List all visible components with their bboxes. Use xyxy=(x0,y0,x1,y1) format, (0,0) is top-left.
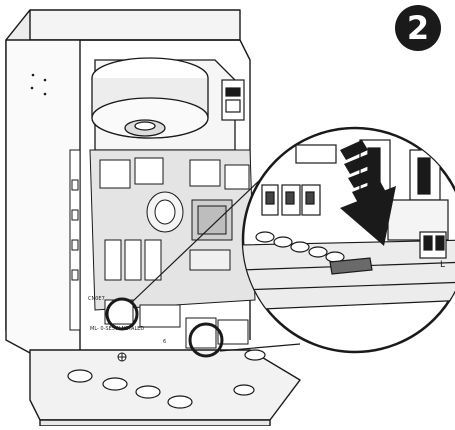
board-label-mid: 6 xyxy=(163,339,166,345)
zoom-detail: L xyxy=(241,126,455,354)
cable-knockouts xyxy=(67,349,266,409)
callout-lines xyxy=(131,177,301,352)
board-label-left: CN0E7 xyxy=(88,296,105,302)
toroidal-transformer xyxy=(91,57,236,151)
mounting-bracket xyxy=(221,79,245,121)
panel-screw-dots xyxy=(30,73,47,96)
left-rail xyxy=(69,149,81,331)
screw-icon xyxy=(117,352,127,362)
highlight-circle-icon xyxy=(105,297,224,358)
control-board xyxy=(89,149,256,311)
control-unit-enclosure xyxy=(5,9,301,427)
terminal-label-l: L xyxy=(440,260,445,270)
step-number-badge: 2 xyxy=(395,5,441,51)
bottom-terminal-row xyxy=(104,299,249,349)
push-down-arrow-icon xyxy=(340,140,396,246)
step-number: 2 xyxy=(406,9,430,47)
